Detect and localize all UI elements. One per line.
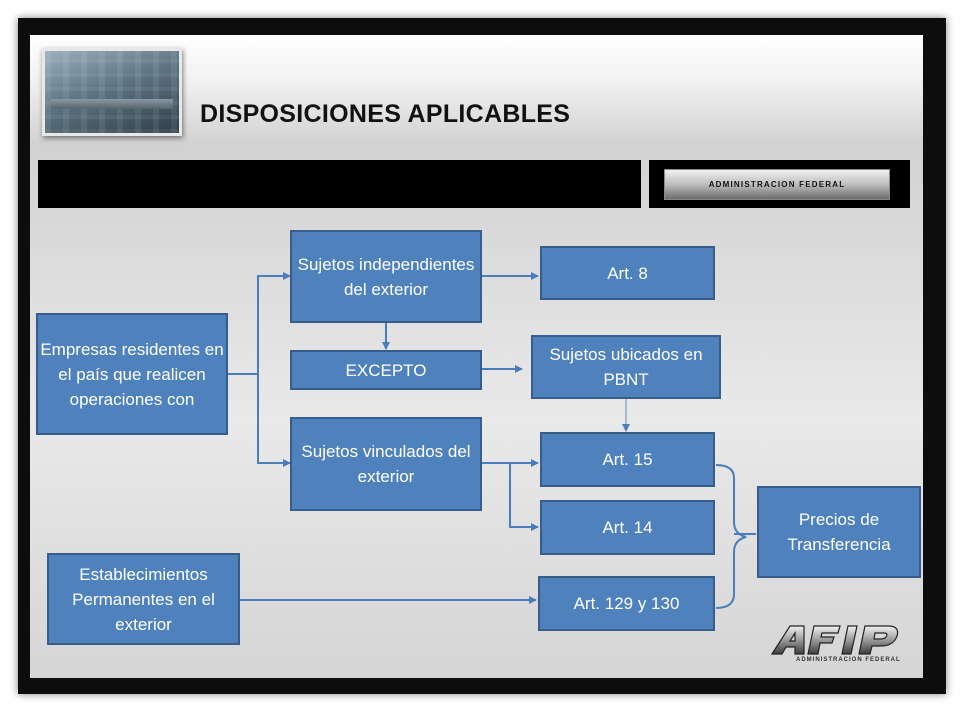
page-title: DISPOSICIONES APLICABLES <box>200 100 571 128</box>
connector-empresas-vinculados <box>257 374 291 467</box>
box-excepto: EXCEPTO <box>290 350 482 390</box>
afip-logo <box>770 625 899 655</box>
box-sujetos-vinculados: Sujetos vinculados del exterior <box>290 417 482 511</box>
box-art-8: Art. 8 <box>540 246 715 300</box>
box-art-14: Art. 14 <box>540 500 715 555</box>
black-bar-left <box>38 160 641 208</box>
box-sujetos-independientes: Sujetos independientes del exterior <box>290 230 482 323</box>
connector-empresas-branch <box>228 272 291 375</box>
box-art-129-130: Art. 129 y 130 <box>538 576 715 631</box>
brace-precios <box>715 464 747 609</box>
box-establecimientos-permanentes: Establecimientos Permanentes en el exter… <box>47 553 240 645</box>
building-plaque <box>51 99 173 109</box>
box-sujetos-pbnt: Sujetos ubicados en PBNT <box>531 335 721 399</box>
afip-logo-subtitle: ADMINISTRACION FEDERAL <box>796 657 901 663</box>
box-empresas-residentes: Empresas residentes en el país que reali… <box>36 313 228 435</box>
connector-vinculados-art14 <box>509 463 539 531</box>
box-art-15: Art. 15 <box>540 432 715 487</box>
administracion-federal-banner: ADMINISTRACION FEDERAL <box>664 169 890 200</box>
building-photo <box>42 48 182 136</box>
box-precios-transferencia: Precios de Transferencia <box>757 486 921 578</box>
